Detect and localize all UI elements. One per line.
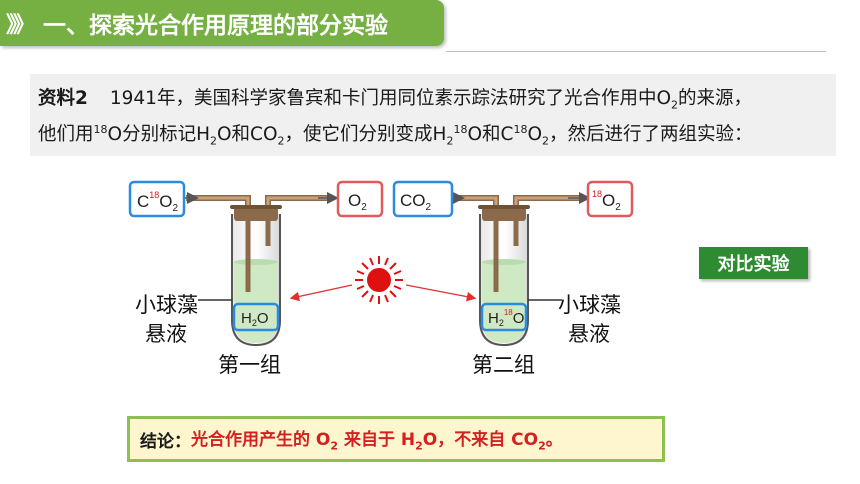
light-arrow-left	[289, 284, 353, 302]
tube-stopper	[234, 207, 278, 221]
conclusion-text: 光合作用产生的 O2 来自于 H2O，不来自 CO2。	[191, 425, 563, 452]
group-2-apparatus	[444, 192, 591, 347]
right-output-box	[586, 180, 634, 218]
conclusion-label: 结论：	[140, 431, 191, 452]
left-output-box	[336, 180, 384, 218]
left-suspension-label-1: 小球藻	[135, 293, 198, 317]
right-suspension-label-1: 小球藻	[558, 293, 621, 317]
right-water-label: H218O	[488, 308, 524, 328]
section-title-bar: 》》 一、探索光合作用原理的部分实验	[0, 0, 444, 46]
contrast-experiment-badge: 对比实验	[699, 247, 808, 279]
liquid-surface	[482, 259, 526, 265]
left-water-label: H2O	[241, 310, 269, 328]
conclusion-sub: 2	[330, 439, 339, 453]
material-sub-1: 2	[671, 98, 679, 112]
conclusion-part: 来自于 H	[338, 430, 416, 451]
conclusion-part: 光合作用产生的 O	[191, 430, 331, 451]
material-text-2d: ，使它们分别变成H	[284, 124, 447, 145]
material-label: 资料2	[38, 88, 88, 109]
material-sup: 18	[93, 122, 108, 136]
right-output-label: 18O2	[592, 189, 621, 213]
material-sup: 18	[513, 122, 528, 136]
light-arrow-right	[405, 284, 477, 302]
group-1-label: 第一组	[218, 353, 281, 377]
tube-stopper	[482, 207, 526, 221]
right-input-box	[392, 180, 454, 218]
material-sub: 2	[446, 134, 454, 148]
material-text-2e: O和C	[467, 124, 514, 145]
group-2-label: 第二组	[472, 353, 535, 377]
material-text-2c: O和CO	[217, 124, 278, 145]
sun-icon	[355, 256, 403, 304]
right-suspension-label-2: 悬液	[568, 322, 610, 346]
conclusion-sub: 2	[415, 439, 423, 453]
material-sup: 18	[453, 122, 468, 136]
conclusion-box: 结论： 光合作用产生的 O2 来自于 H2O，不来自 CO2。	[127, 416, 665, 462]
tube-rim	[230, 205, 282, 209]
algae-liquid	[234, 262, 278, 343]
material-text-2b: O分别标记H	[107, 124, 210, 145]
left-output-label: O2	[348, 191, 367, 213]
material-text-2f: O	[527, 124, 543, 145]
material-text-2g: ，然后进行了两组实验：	[549, 124, 753, 145]
title-divider	[446, 51, 826, 52]
conclusion-part: 。	[545, 430, 563, 451]
algae-liquid	[482, 262, 526, 343]
material-text-1: 1941年，美国科学家鲁宾和卡门用同位素示踪法研究了光合作用中O	[109, 88, 672, 109]
right-water-box	[480, 302, 528, 332]
group-1-apparatus	[180, 192, 339, 347]
left-input-box	[128, 180, 186, 218]
chevron-right-icon: 》》	[6, 13, 35, 38]
section-title: 一、探索光合作用原理的部分实验	[43, 13, 389, 39]
left-suspension-label-2: 悬液	[145, 322, 187, 346]
material-sub: 2	[210, 134, 217, 148]
material-text-1-end: 的来源，	[678, 88, 753, 109]
left-input-label: C18O2	[137, 190, 179, 214]
liquid-surface	[234, 259, 278, 265]
tube-rim	[478, 205, 530, 209]
left-water-box	[232, 302, 280, 332]
conclusion-part: O，不来自 CO	[422, 430, 539, 451]
material-line-2: 他们用18O分别标记H2O和CO2，使它们分别变成H218O和C18O2，然后进…	[38, 120, 753, 148]
material-sub: 2	[277, 134, 285, 148]
right-input-label: CO2	[400, 191, 432, 213]
material-sub: 2	[542, 134, 550, 148]
material-text-2a: 他们用	[38, 124, 94, 145]
material-line-1: 资料2 1941年，美国科学家鲁宾和卡门用同位素示踪法研究了光合作用中O2的来源，	[38, 84, 752, 112]
conclusion-sub: 2	[538, 439, 546, 453]
